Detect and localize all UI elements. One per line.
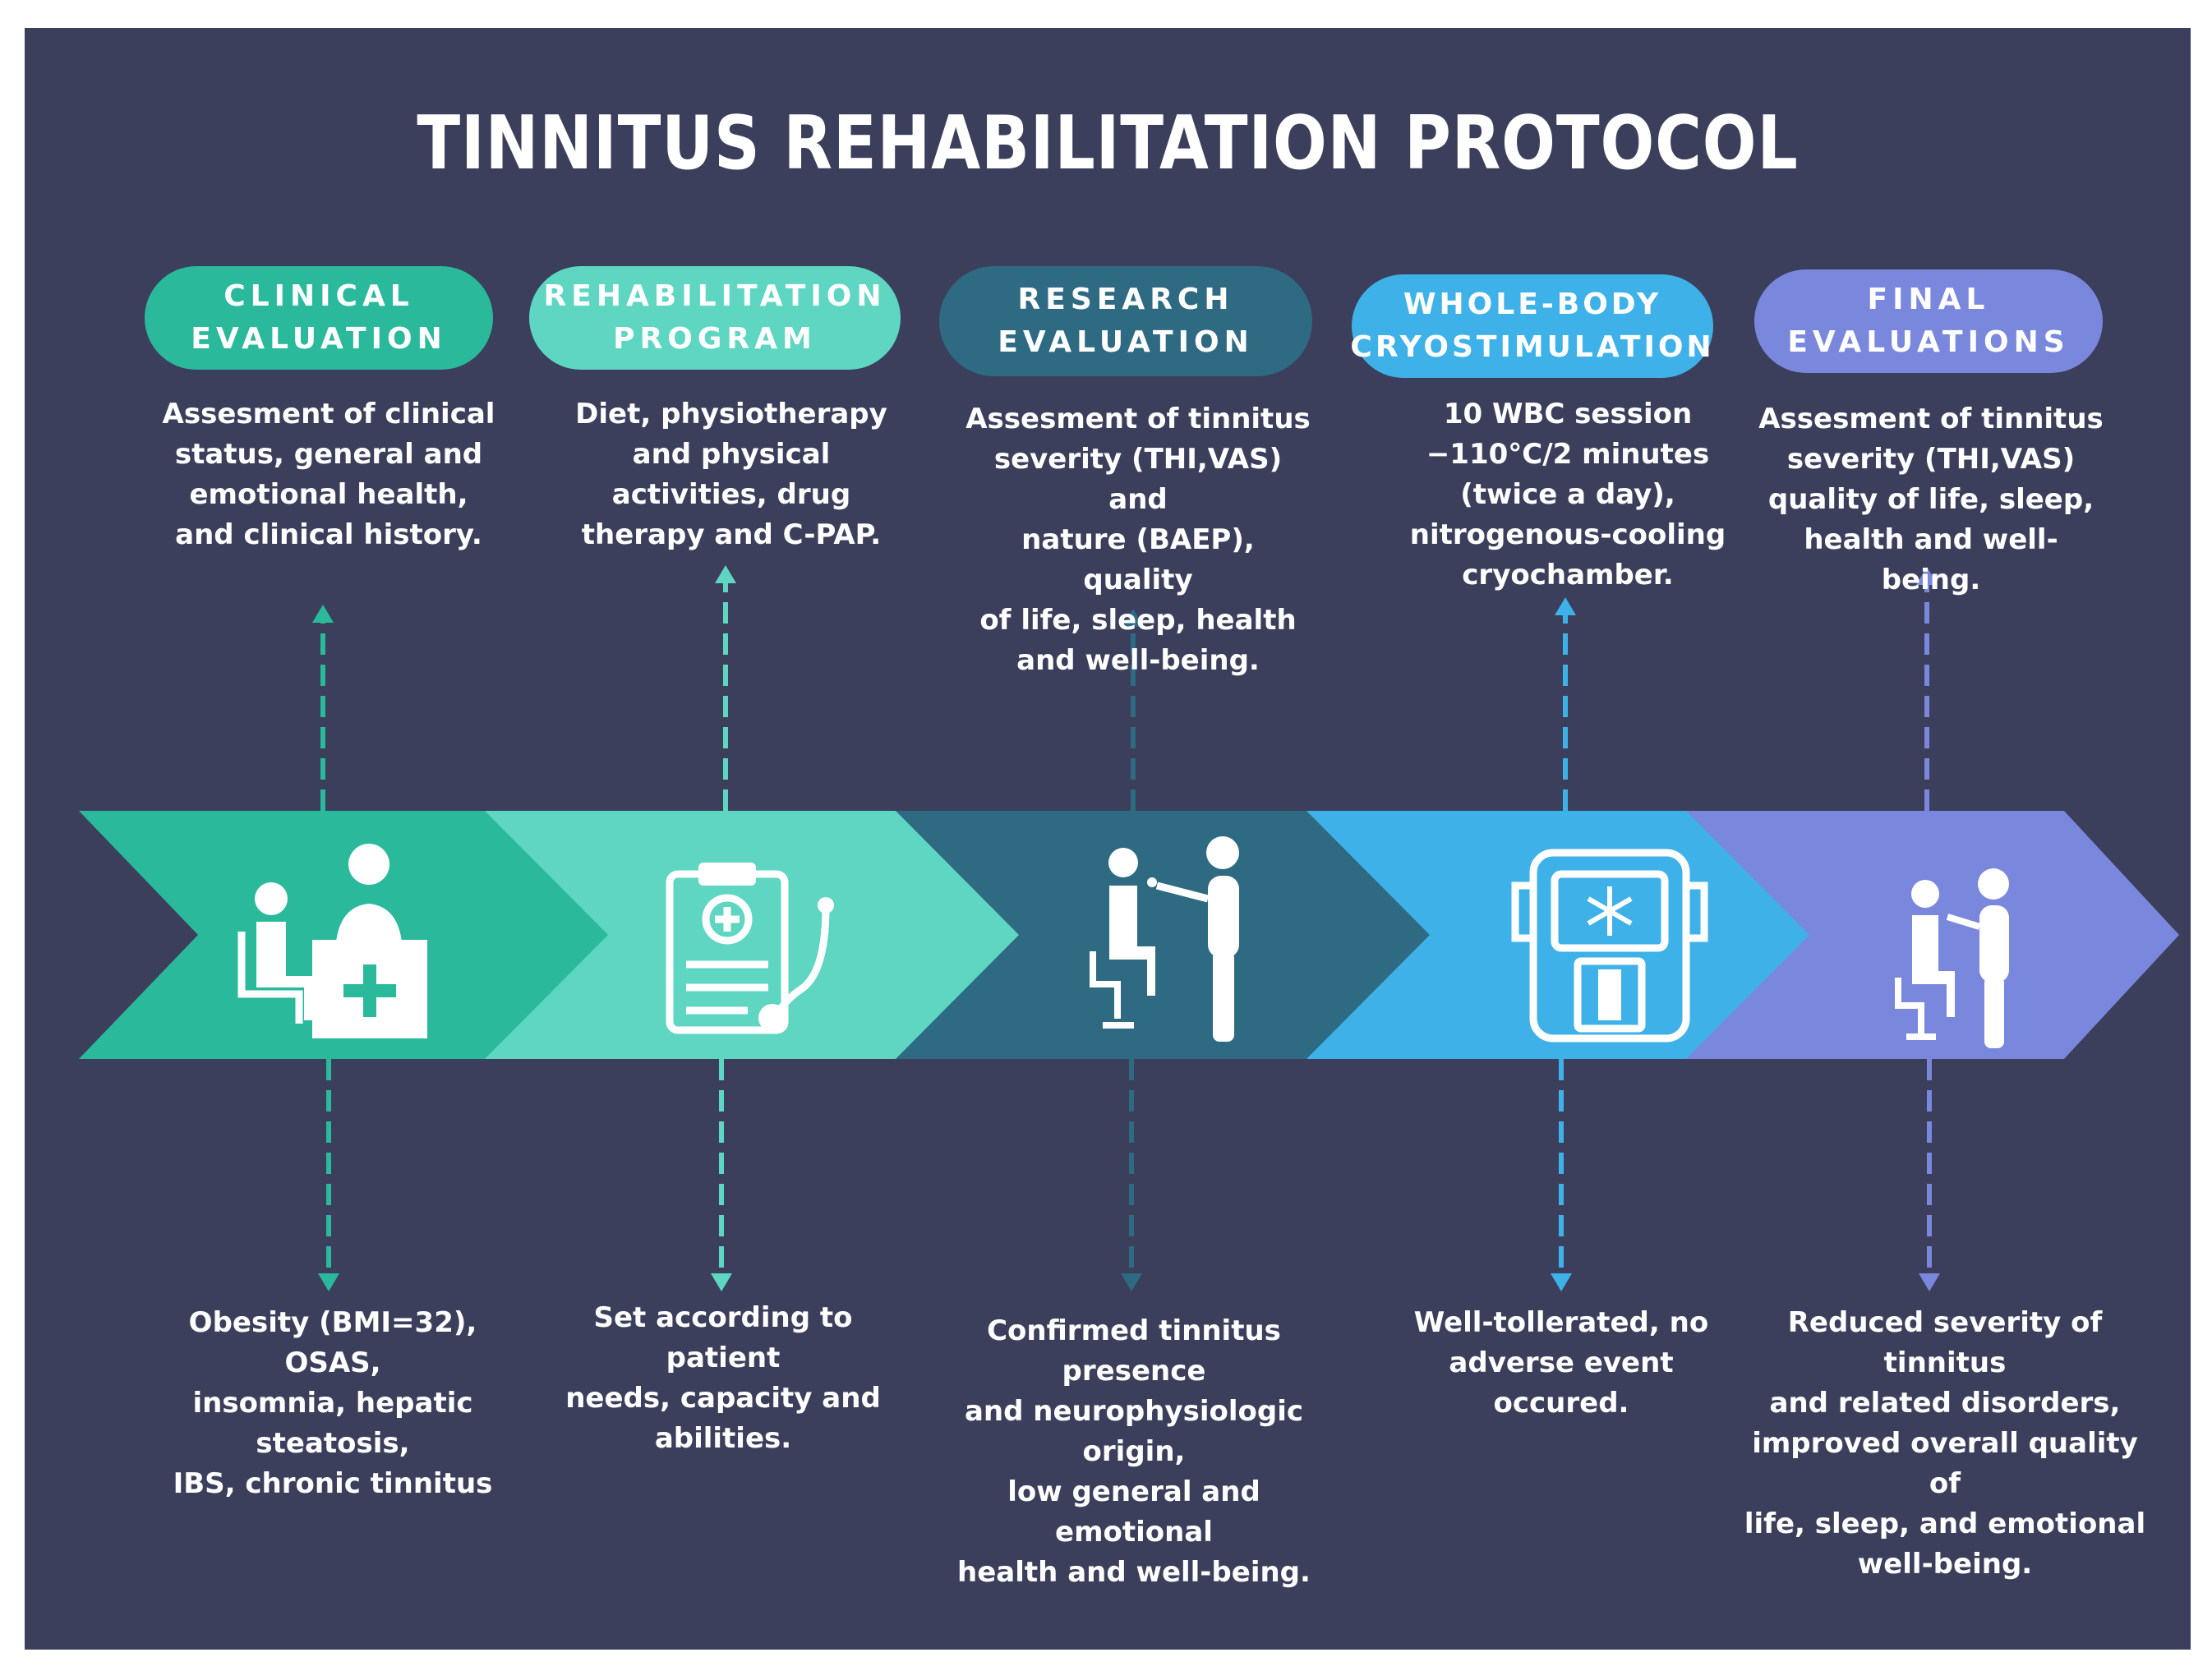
stage-bottom-text-rehab: Set according to patient needs, capacity… — [565, 1301, 881, 1455]
stage-top-text-wbc: 10 WBC session −110°C/2 minutes (twice a… — [1409, 398, 1726, 591]
stage-pill-label-line1: REHABILITATION — [543, 279, 887, 313]
stage-bottom-text-clinical: Obesity (BMI=32), OSAS, insomnia, hepati… — [173, 1306, 493, 1500]
stage-bottom-text-research: Confirmed tinnitus presence and neurophy… — [957, 1314, 1311, 1589]
chevron-rehab — [485, 811, 1019, 1059]
infographic-panel: TINNITUS REHABILITATION PROTOCOL — [25, 28, 2191, 1650]
arrowhead-up-final — [1916, 567, 1938, 585]
stage-top-text-research: Assesment of tinnitus severity (THI,VAS)… — [965, 403, 1311, 677]
arrowhead-up-research — [1122, 609, 1144, 627]
stage-bottom-text-final: Reduced severity of tinnitus and related… — [1744, 1306, 2146, 1581]
ear-examination-icon — [1090, 836, 1239, 1042]
arrowhead-down-wbc — [1551, 1273, 1572, 1291]
arrowhead-down-rehab — [711, 1273, 732, 1291]
stage-top-text-clinical: Assesment of clinical status, general an… — [162, 398, 495, 551]
stage-pill-label-line2: EVALUATION — [998, 325, 1254, 359]
stage-pill-label-line2: CRYOSTIMULATION — [1350, 330, 1715, 364]
stage-pill-label-line2: EVALUATIONS — [1787, 325, 2070, 359]
chevron-research — [896, 811, 1430, 1059]
stage-top-text-final: Assesment of tinnitus severity (THI,VAS)… — [1758, 403, 2104, 596]
arrowhead-up-wbc — [1555, 597, 1576, 615]
arrowhead-down-final — [1919, 1273, 1940, 1291]
stage-pill-label-line1: CLINICAL — [224, 279, 414, 313]
doctor-patient-desk-icon — [237, 844, 427, 1038]
stage-pill-clinical-evaluation: CLINICAL EVALUATION — [145, 266, 493, 370]
stage-pill-label-line1: FINAL — [1867, 283, 1990, 316]
stage-pill-whole-body-cryostimulation: WHOLE-BODY CRYOSTIMULATION — [1350, 274, 1715, 378]
stage-pill-label-line2: EVALUATION — [191, 322, 447, 356]
stage-pill-research-evaluation: RESEARCH EVALUATION — [939, 266, 1312, 376]
stage-pill-final-evaluations: FINAL EVALUATIONS — [1754, 269, 2103, 373]
protocol-flow-diagram — [79, 565, 2179, 1291]
patient-examination-icon — [1895, 868, 2009, 1048]
stage-pill-rehabilitation-program: REHABILITATION PROGRAM — [529, 266, 901, 370]
stage-pill-label-line2: PROGRAM — [613, 322, 817, 356]
arrowhead-up-clinical — [312, 605, 334, 623]
stage-top-text-rehab: Diet, physiotherapy and physical activit… — [575, 398, 887, 551]
stage-pill-label-line1: RESEARCH — [1017, 283, 1234, 316]
arrowhead-down-research — [1121, 1273, 1142, 1291]
stage-pill-label-line1: WHOLE-BODY — [1403, 288, 1662, 321]
arrowhead-down-clinical — [318, 1273, 339, 1291]
cryochamber-icon — [1511, 849, 1708, 1043]
stage-bottom-text-wbc: Well-tollerated, no adverse event occure… — [1413, 1306, 1709, 1420]
arrowhead-up-rehab — [715, 565, 736, 583]
clipboard-stethoscope-icon — [666, 863, 834, 1034]
page-title: TINNITUS REHABILITATION PROTOCOL — [417, 100, 1799, 186]
snowflake-icon — [1587, 886, 1633, 936]
